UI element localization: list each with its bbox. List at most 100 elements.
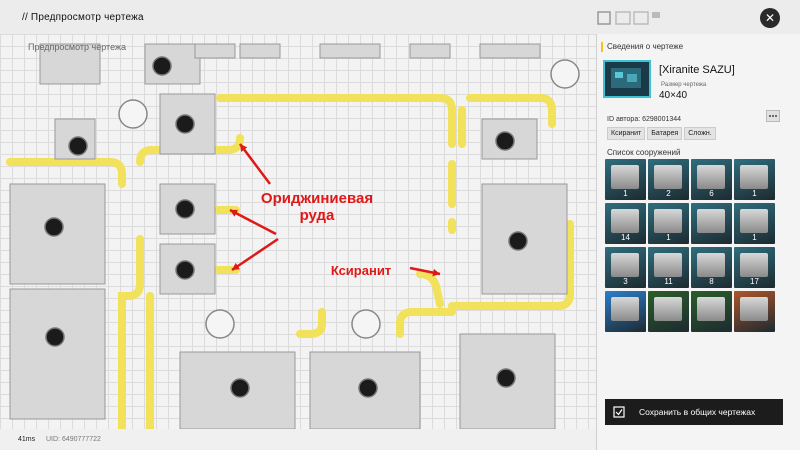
machine-node — [68, 136, 88, 156]
more-dots-icon[interactable] — [766, 110, 780, 122]
conveyor-belt — [448, 220, 574, 310]
building-count: 1 — [666, 233, 671, 242]
annotation-arrow — [239, 143, 271, 185]
annotation-origin-ore: Ориджиниевая руда — [260, 190, 374, 225]
building-count: 17 — [750, 277, 759, 286]
annotation-arrow — [229, 208, 277, 236]
building-block — [239, 43, 281, 59]
status-bar: 41ms UID: 6490777722 — [0, 429, 596, 450]
conveyor-belt — [296, 308, 326, 338]
building-icon — [740, 253, 768, 277]
building-icon — [611, 253, 639, 277]
building-tile[interactable]: 6 — [691, 159, 732, 200]
tag-battery: Батарея — [647, 127, 683, 140]
building-block — [39, 43, 101, 85]
machine-node — [495, 131, 515, 151]
blueprint-size-label: Размер чертежа — [661, 82, 707, 88]
machine-node — [175, 199, 195, 219]
building-icon — [697, 253, 725, 277]
building-count: 1 — [752, 233, 757, 242]
annotation-xiranite: Ксиранит — [330, 263, 392, 278]
building-list-title: Список сооружений — [607, 148, 681, 157]
building-icon — [611, 209, 639, 233]
conveyor-belt — [396, 308, 456, 328]
close-button[interactable]: ✕ — [760, 8, 780, 28]
building-icon — [654, 253, 682, 277]
building-count: 2 — [666, 189, 671, 198]
uid-readout: UID: 6490777722 — [46, 436, 101, 443]
building-icon — [654, 297, 682, 321]
building-count: 14 — [621, 233, 630, 242]
building-icon — [611, 297, 639, 321]
annotation-arrow — [231, 237, 279, 272]
blueprint-preview-icon — [611, 68, 641, 88]
building-tile[interactable] — [691, 291, 732, 332]
building-count: 1 — [752, 189, 757, 198]
top-bar: // Предпросмотр чертежа ✕ — [0, 0, 800, 34]
building-block — [409, 43, 451, 59]
save-button-label: Сохранить в общих чертежах — [639, 407, 756, 417]
save-to-shared-button[interactable]: Сохранить в общих чертежах — [605, 399, 783, 425]
building-tile[interactable]: 3 — [605, 247, 646, 288]
building-tile[interactable]: 1 — [734, 159, 775, 200]
building-tile[interactable] — [648, 291, 689, 332]
tag-list: Ксиранит Батарея Сложн. — [607, 127, 716, 140]
building-tile[interactable]: 1 — [605, 159, 646, 200]
blueprint-name: [Xiranite SAZU] — [659, 64, 735, 76]
building-count: 11 — [664, 277, 673, 286]
annotation-arrow-head — [240, 144, 248, 152]
conveyor-belt — [416, 270, 444, 308]
machine-node — [152, 56, 172, 76]
building-icon — [740, 165, 768, 189]
building-tile[interactable]: 1 — [648, 203, 689, 244]
building-tile[interactable] — [734, 291, 775, 332]
building-tile[interactable]: 11 — [648, 247, 689, 288]
blueprint-info-panel: Сведения о чертеже [Xiranite SAZU] Разме… — [596, 34, 800, 450]
relay-tower — [550, 59, 580, 89]
machine-node — [508, 231, 528, 251]
ping-readout: 41ms — [18, 436, 36, 443]
blueprint-layout — [6, 43, 580, 429]
building-icon — [697, 209, 725, 233]
building-tile[interactable] — [605, 291, 646, 332]
machine-node — [358, 378, 378, 398]
building-icon — [697, 297, 725, 321]
building-tile[interactable] — [691, 203, 732, 244]
conveyor-belt — [118, 235, 144, 429]
conveyor-belt — [466, 94, 556, 128]
building-tile[interactable]: 17 — [734, 247, 775, 288]
tag-complex: Сложн. — [684, 127, 716, 140]
building-block — [9, 288, 106, 420]
conveyor-belt — [216, 94, 456, 148]
relay-tower — [351, 309, 381, 339]
building-count: 6 — [709, 189, 714, 198]
building-icon — [654, 165, 682, 189]
annotation-arrow-head — [230, 209, 238, 217]
panel-title: Сведения о чертеже — [600, 42, 684, 52]
building-tile[interactable]: 1 — [734, 203, 775, 244]
building-tile[interactable]: 14 — [605, 203, 646, 244]
building-tile[interactable]: 2 — [648, 159, 689, 200]
building-block — [319, 43, 381, 59]
blueprint-thumbnail — [603, 60, 651, 98]
annotation-arrow-head — [432, 268, 440, 277]
blueprint-map[interactable]: Предпросмотр чертежа Ориджиниевая руда К… — [0, 34, 596, 429]
conveyor-belt — [6, 158, 126, 188]
machine-node — [45, 327, 65, 347]
map-title: Предпросмотр чертежа — [28, 42, 126, 52]
building-count: 3 — [623, 277, 628, 286]
blueprint-logo-icon — [597, 11, 660, 25]
relay-tower — [118, 99, 148, 129]
building-tile[interactable]: 8 — [691, 247, 732, 288]
relay-tower — [205, 309, 235, 339]
building-count: 8 — [709, 277, 714, 286]
building-count: 1 — [623, 189, 628, 198]
machine-node — [44, 217, 64, 237]
save-blueprint-icon — [613, 406, 625, 418]
blueprint-size: 40×40 — [659, 90, 688, 101]
building-icon — [697, 165, 725, 189]
machine-node — [175, 260, 195, 280]
annotation-arrow-head — [232, 262, 240, 270]
building-icon — [740, 297, 768, 321]
